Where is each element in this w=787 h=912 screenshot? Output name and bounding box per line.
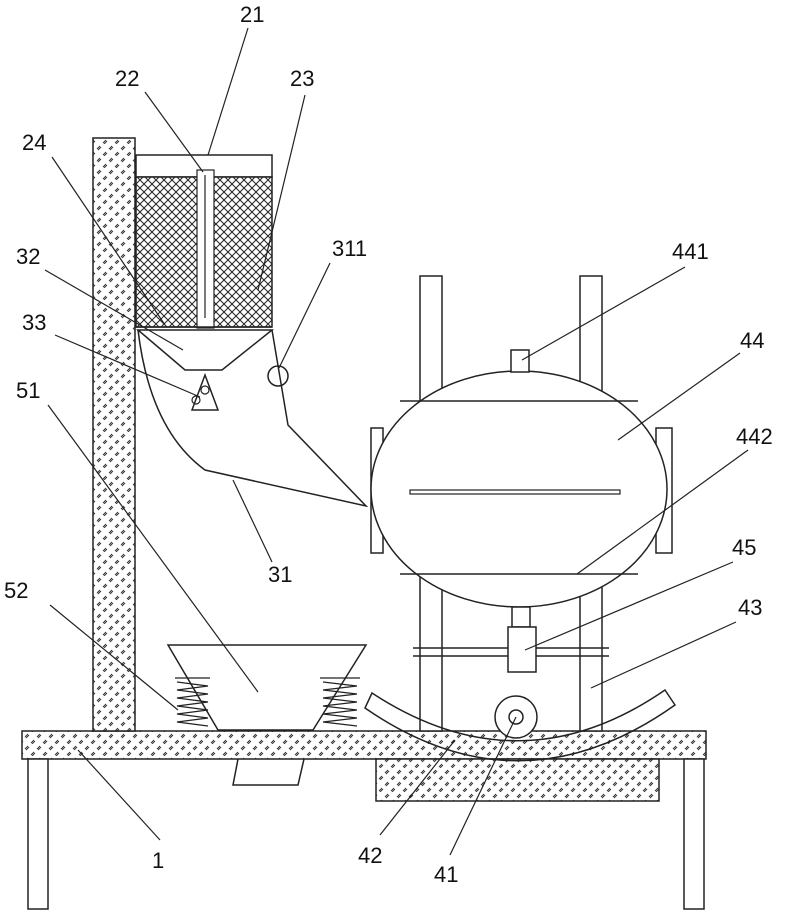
label-52: 52 [4,578,28,603]
label-441: 441 [672,239,709,264]
label-51: 51 [16,378,40,403]
cone-deflector [192,375,218,410]
label-21: 21 [240,2,264,27]
chute [138,330,366,506]
label-1: 1 [152,848,164,873]
filter-box [136,155,272,328]
springs [175,678,360,726]
label-311: 311 [332,236,367,261]
drum [371,350,672,607]
label-41: 41 [434,862,458,887]
label-33: 33 [22,310,46,335]
base-frame [22,731,706,909]
label-42: 42 [358,843,382,868]
label-24: 24 [22,130,46,155]
label-22: 22 [115,66,139,91]
label-23: 23 [290,66,314,91]
label-44: 44 [740,328,764,353]
motor [508,607,536,672]
label-442: 442 [736,424,773,449]
label-45: 45 [732,535,756,560]
label-43: 43 [738,595,762,620]
label-31: 31 [268,562,292,587]
label-32: 32 [16,244,40,269]
